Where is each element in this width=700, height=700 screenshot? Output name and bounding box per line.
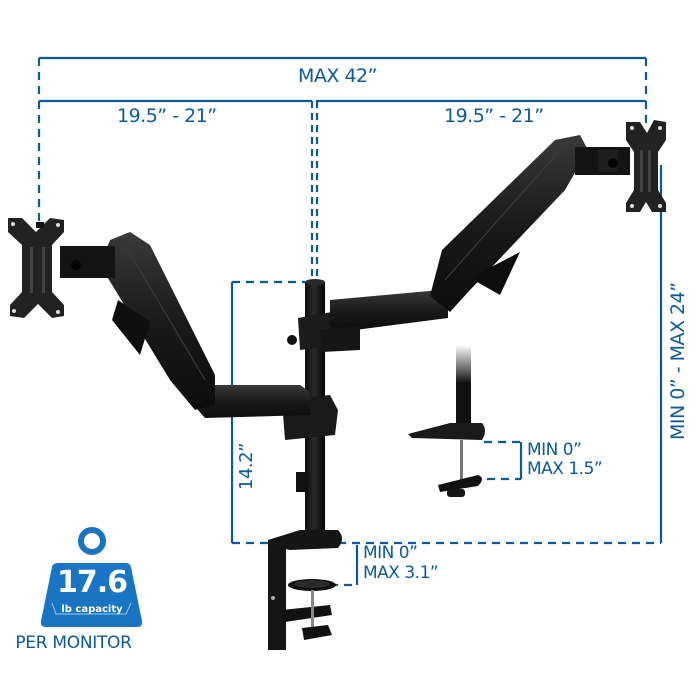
capacity-value: 17.6 bbox=[56, 565, 128, 600]
right-arm-reach-label: 19.5” - 21” bbox=[444, 105, 544, 127]
monitor-arm-illustration bbox=[8, 120, 666, 650]
pole-height-label: 14.2” bbox=[236, 443, 257, 490]
weight-icon-ring bbox=[78, 527, 106, 555]
grommet-max-label: MAX 1.5” bbox=[527, 459, 603, 479]
vesa-plate-left bbox=[8, 218, 64, 318]
grommet-mount-inset bbox=[408, 345, 485, 497]
left-arm-reach-label: 19.5” - 21” bbox=[117, 105, 217, 127]
capacity-badge bbox=[40, 527, 143, 627]
clamp-max-label: MAX 3.1” bbox=[363, 563, 439, 583]
weight-icon bbox=[40, 563, 143, 627]
grommet-min-label: MIN 0” bbox=[527, 440, 582, 460]
vertical-range-label: MIN 0” - MAX 24” bbox=[667, 282, 689, 440]
vesa-plate-right bbox=[626, 120, 666, 212]
desk-clamp bbox=[268, 530, 342, 650]
clamp-min-label: MIN 0” bbox=[363, 543, 418, 563]
total-width-label: MAX 42” bbox=[298, 65, 377, 87]
per-monitor-caption: PER MONITOR bbox=[15, 633, 132, 653]
capacity-unit: lb capacity bbox=[61, 604, 123, 615]
